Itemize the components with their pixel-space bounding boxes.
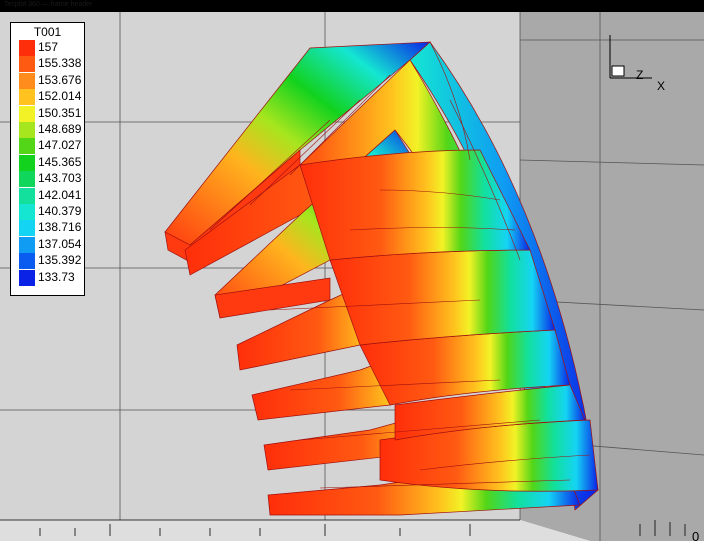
legend-value: 133.73 [38, 269, 75, 284]
legend-swatch [19, 154, 35, 171]
legend-swatch [19, 138, 35, 155]
legend-swatch [19, 89, 35, 106]
legend-value: 153.676 [38, 72, 82, 87]
legend-swatch [19, 204, 35, 220]
legend-swatch [19, 236, 35, 253]
frame-header-text: Tecplot 360 — frame header [4, 1, 93, 8]
legend-value: 138.716 [38, 220, 82, 235]
legend-value: 150.351 [38, 105, 82, 120]
floor-ticks [39, 520, 686, 536]
frame-header: Tecplot 360 — frame header [0, 0, 704, 12]
legend-value: 143.703 [38, 171, 82, 186]
legend-swatch [19, 56, 35, 73]
axes-triad-icon [609, 35, 652, 79]
legend-value: 148.689 [38, 122, 82, 136]
legend-value: 142.041 [38, 187, 82, 202]
legend-title: T001 [33, 25, 62, 39]
legend-value: 157 [38, 40, 59, 54]
legend-swatch [19, 187, 35, 204]
legend-value: 145.365 [38, 154, 82, 169]
legend-value: 137.054 [38, 236, 82, 251]
legend-swatch [19, 40, 35, 56]
legend-swatch [19, 269, 35, 286]
fins [184, 59, 599, 516]
legend-value: 155.338 [38, 56, 82, 71]
legend-value: 135.392 [38, 253, 82, 268]
legend-value: 140.379 [38, 204, 82, 218]
legend-swatch [19, 105, 35, 122]
axis-z-label: Z [636, 68, 644, 82]
legend-value: 152.014 [38, 89, 82, 104]
axis-x-label: X [657, 79, 666, 93]
mesh-lines [209, 41, 591, 489]
legend-swatch [19, 253, 35, 270]
legend-swatch [19, 72, 35, 89]
floor [0, 520, 590, 541]
legend-swatch [19, 171, 35, 188]
legend-swatch [19, 122, 35, 138]
corner-tick-label: 0 [692, 529, 700, 544]
legend-swatch [19, 220, 35, 237]
legend-value: 147.027 [38, 138, 82, 153]
